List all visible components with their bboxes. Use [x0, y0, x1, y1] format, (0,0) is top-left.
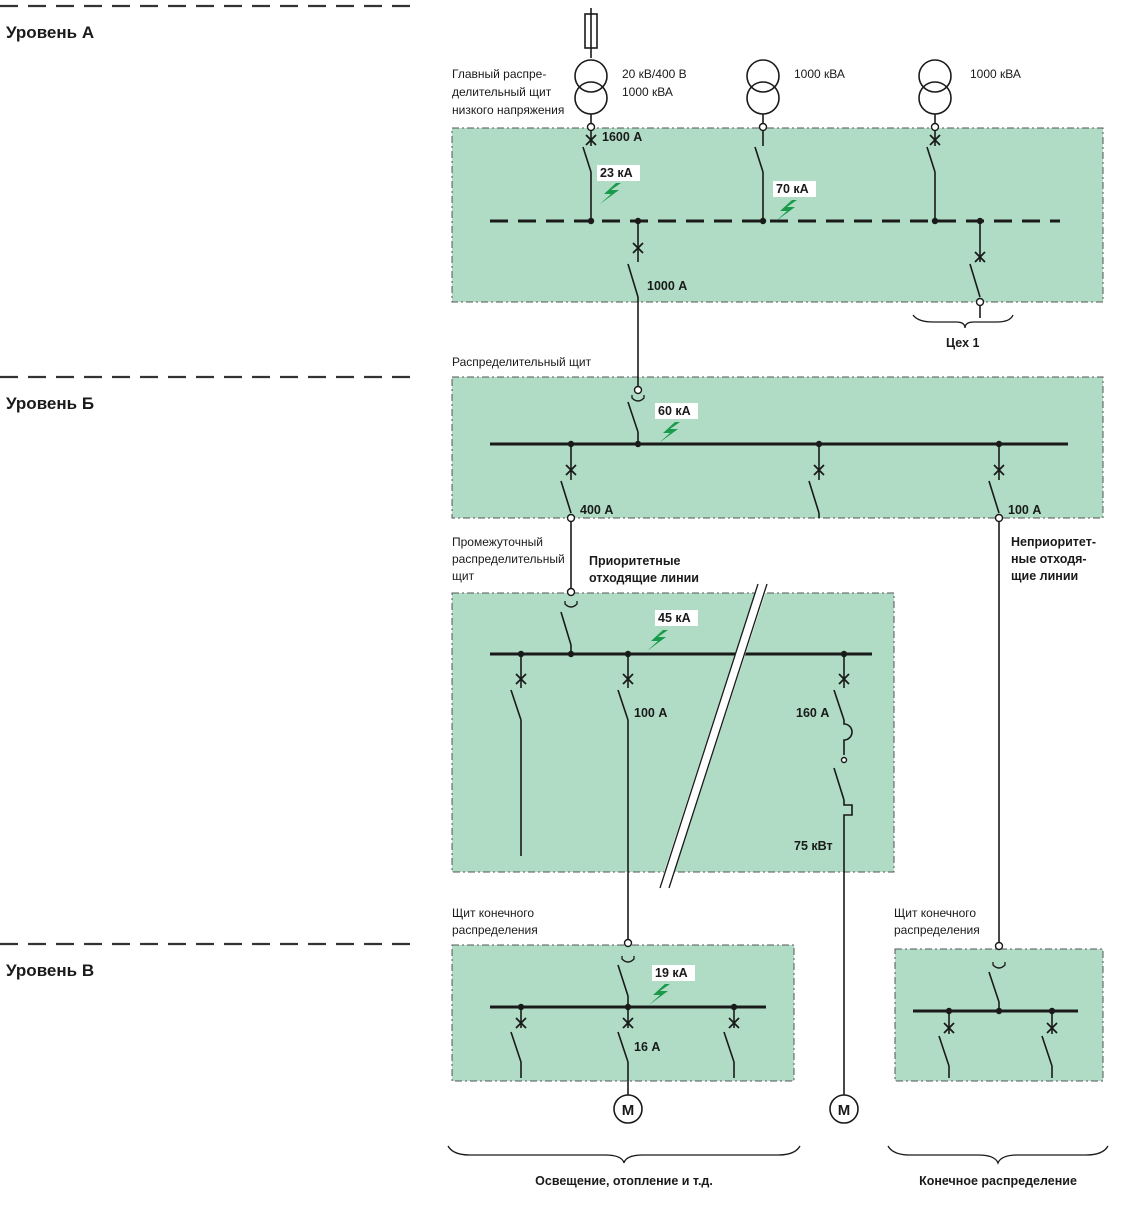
final-distribution-label: Конечное распределение: [919, 1174, 1077, 1188]
intermediate-caption-line-1: Промежуточный: [452, 535, 543, 549]
workshop-breaker: [969, 221, 986, 318]
inter-feeder-current: 100 А: [634, 706, 667, 720]
nonpriority-lines-line-3: щие линии: [1011, 569, 1078, 583]
motor-symbol-1: M: [622, 1102, 635, 1119]
incomer-breaker-2: [754, 130, 764, 221]
inter-breaker-100: [617, 654, 634, 940]
incomer-breaker-3: [926, 130, 941, 221]
final-right-caption-line-1: Щит конечного: [894, 906, 976, 920]
fault-bolt-final: [649, 965, 695, 1005]
level-a-label: Уровень А: [6, 23, 94, 42]
motor-symbol-2: M: [838, 1102, 851, 1119]
fault-current-70: 70 кА: [776, 182, 809, 196]
level-v-label: Уровень В: [6, 961, 94, 980]
fault-bolt-level-b: [655, 403, 698, 443]
intermediate-board-panel: [451, 592, 895, 873]
lighting-brace: [447, 1145, 801, 1164]
main-board-caption-line-3: низкого напряжения: [452, 103, 564, 117]
nonpriority-lines-line-1: Неприоритет-: [1011, 535, 1096, 549]
transformer-icon: [918, 59, 952, 132]
fault-bolt-intermediate: [647, 610, 698, 651]
motor-power-label: 75 кВт: [794, 839, 833, 853]
final-left-breaker-16: [617, 1007, 634, 1095]
dist-left-current: 400 А: [580, 503, 613, 517]
motor-icon: M: [613, 1094, 643, 1124]
inter-motor-current: 160 А: [796, 706, 829, 720]
incomer-breaker-1: [582, 130, 597, 221]
final-left-breaker-3: [723, 1007, 740, 1078]
priority-separator-mark: [659, 582, 768, 890]
dist-breaker-400: [560, 444, 577, 523]
incomer-current-label: 1600 А: [602, 130, 642, 144]
intermediate-caption-line-2: распределительный: [452, 552, 565, 566]
workshop-label: Цех 1: [946, 336, 979, 350]
final-distribution-brace: [887, 1145, 1109, 1165]
outgoing-breaker-1000: [627, 221, 644, 388]
final-right-breaker-1: [938, 1011, 955, 1078]
priority-lines-line-2: отходящие линии: [589, 571, 699, 585]
transformer-icon: [574, 59, 608, 132]
transformer-1-rating-line-1: 20 кВ/400 В: [622, 67, 687, 81]
final-right-breaker-2: [1041, 1011, 1058, 1078]
fault-current-23: 23 кА: [600, 166, 633, 180]
level-b-label: Уровень Б: [6, 394, 94, 413]
transformer-1-rating-line-2: 1000 кВА: [622, 85, 673, 99]
dist-breaker-middle: [808, 444, 825, 518]
intermediate-incomer: [560, 587, 578, 654]
final-right-caption-line-2: распределения: [894, 923, 980, 937]
fault-bolt-level-a-2: [773, 181, 816, 221]
distribution-board-caption: Распределительный щит: [452, 355, 592, 369]
outgoing-current-label: 1000 А: [647, 279, 687, 293]
final-board-left-panel: [451, 944, 795, 1082]
dist-breaker-100: [988, 444, 1005, 523]
fault-current-45: 45 кА: [658, 611, 691, 625]
main-lv-board-panel: [451, 127, 1104, 303]
dist-right-current: 100 А: [1008, 503, 1041, 517]
motor-starter-160: [833, 654, 853, 1095]
distribution-board-panel: [451, 376, 1104, 519]
final-left-caption-line-2: распределения: [452, 923, 538, 937]
fault-current-60: 60 кА: [658, 404, 691, 418]
main-board-caption-line-1: Главный распре-: [452, 67, 546, 81]
fuse-icon: [584, 8, 598, 58]
nonpriority-lines-line-2: ные отходя-: [1011, 552, 1087, 566]
priority-lines-line-1: Приоритетные: [589, 554, 681, 568]
lighting-label: Освещение, отопление и т.д.: [535, 1174, 713, 1188]
final-feeder-current: 16 А: [634, 1040, 660, 1054]
transformer-3-rating: 1000 кВА: [970, 67, 1021, 81]
final-board-right-panel: [894, 948, 1104, 1082]
final-left-breaker-1: [510, 1007, 527, 1078]
fault-current-19: 19 кА: [655, 966, 688, 980]
main-board-caption-line-2: делительный щит: [452, 85, 552, 99]
fault-bolt-level-a-1: [597, 165, 640, 204]
final-left-incomer: [617, 938, 635, 1007]
final-left-caption-line-1: Щит конечного: [452, 906, 534, 920]
intermediate-caption-line-3: щит: [452, 569, 475, 583]
workshop-brace: [912, 314, 1014, 329]
inter-breaker-left: [510, 654, 527, 856]
motor-icon: M: [829, 1094, 859, 1124]
transformer-icon: [746, 59, 780, 132]
transformer-2-rating: 1000 кВА: [794, 67, 845, 81]
